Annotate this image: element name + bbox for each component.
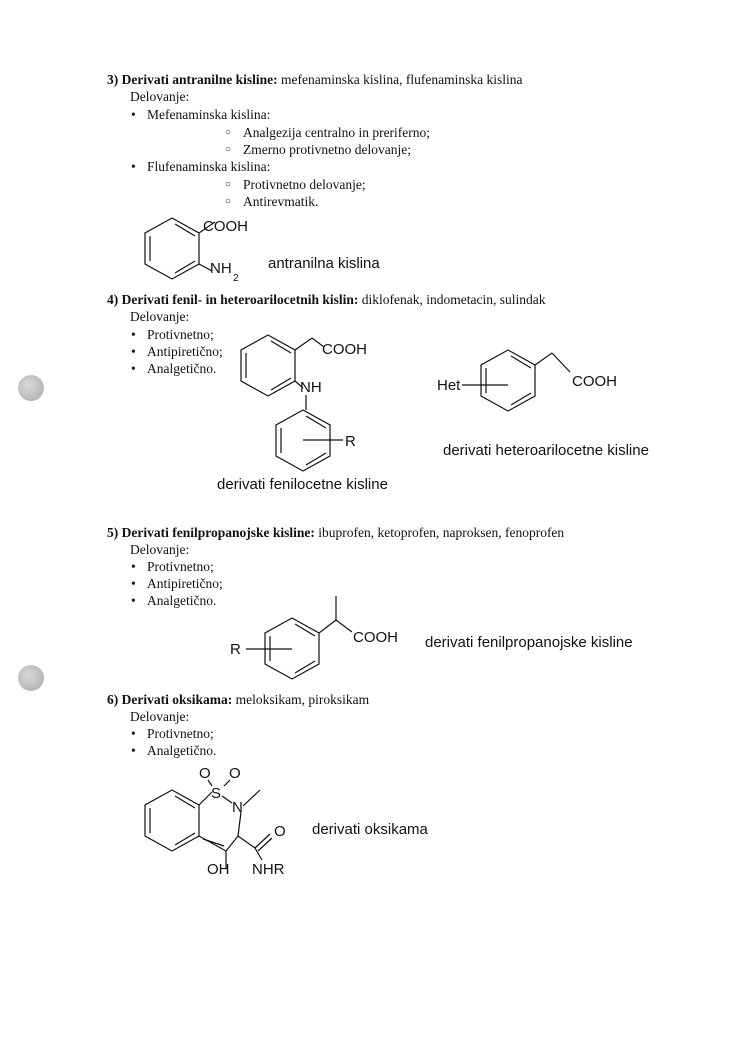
list-item: Analgetično. xyxy=(131,361,216,377)
cooh-label: COOH xyxy=(572,373,617,390)
punch-hole xyxy=(18,665,44,691)
nitrogen-label: N xyxy=(232,799,243,816)
sub-list-item: Analgezija centralno in preriferno; xyxy=(225,125,430,141)
oxygen-label: O xyxy=(274,823,286,840)
structure-caption: derivati fenilocetne kisline xyxy=(217,476,388,493)
list-item: Analgetično. xyxy=(131,593,216,609)
nh2-label: NH xyxy=(210,260,232,277)
sub-list-item: Antirevmatik. xyxy=(225,194,318,210)
structure-caption: antranilna kislina xyxy=(268,255,380,272)
section-6-heading: 6) Derivati oksikama: meloksikam, piroks… xyxy=(107,692,369,708)
section-5-heading: 5) Derivati fenilpropanojske kisline: ib… xyxy=(107,525,564,541)
section-title: Derivati oksikama: xyxy=(121,692,233,707)
delovanje-label: Delovanje: xyxy=(130,709,190,724)
list-item: Protivnetno; xyxy=(131,559,214,575)
nh-label: NH xyxy=(300,379,322,396)
structure-caption: derivati heteroarilocetne kisline xyxy=(443,442,649,459)
section-number: 5) xyxy=(107,525,119,540)
cooh-label: COOH xyxy=(203,218,248,235)
section-drugs: mefenaminska kislina, flufenaminska kisl… xyxy=(277,72,523,87)
het-label: Het xyxy=(437,377,461,394)
structure-caption: derivati oksikama xyxy=(312,821,428,838)
delovanje-label: Delovanje: xyxy=(130,542,190,557)
list-item: Antipiretično; xyxy=(131,576,223,592)
list-item: Antipiretično; xyxy=(131,344,223,360)
list-item: Mefenaminska kislina: xyxy=(131,107,270,123)
section-3-heading: 3) Derivati antranilne kisline: mefenami… xyxy=(107,72,522,88)
oxygen-label: O xyxy=(229,765,241,782)
section-4-heading: 4) Derivati fenil- in heteroarilocetnih … xyxy=(107,292,545,308)
punch-hole xyxy=(18,375,44,401)
list-item: Analgetično. xyxy=(131,743,216,759)
nh2-subscript: 2 xyxy=(233,273,239,284)
sub-list-item: Zmerno protivnetno delovanje; xyxy=(225,142,411,158)
delovanje-label: Delovanje: xyxy=(130,309,190,324)
r-label: R xyxy=(345,433,356,450)
list-item: Protivnetno; xyxy=(131,726,214,742)
section-title: Derivati fenil- in heteroarilocetnih kis… xyxy=(121,292,359,307)
section-number: 3) xyxy=(107,72,119,87)
section-number: 4) xyxy=(107,292,119,307)
section-title: Derivati antranilne kisline: xyxy=(121,72,278,87)
sub-list-item: Protivnetno delovanje; xyxy=(225,177,366,193)
list-item: Flufenaminska kislina: xyxy=(131,159,270,175)
structure-caption: derivati fenilpropanojske kisline xyxy=(425,634,633,651)
section-number: 6) xyxy=(107,692,119,707)
oxygen-label: O xyxy=(199,765,211,782)
section-drugs: diklofenak, indometacin, sulindak xyxy=(358,292,546,307)
oh-label: OH xyxy=(207,861,230,878)
delovanje-label: Delovanje: xyxy=(130,89,190,104)
r-label: R xyxy=(230,641,241,658)
section-drugs: ibuprofen, ketoprofen, naproksen, fenopr… xyxy=(314,525,565,540)
cooh-label: COOH xyxy=(322,341,367,358)
section-title: Derivati fenilpropanojske kisline: xyxy=(121,525,315,540)
cooh-label: COOH xyxy=(353,629,398,646)
section-drugs: meloksikam, piroksikam xyxy=(232,692,370,707)
sulfur-label: S xyxy=(211,785,221,802)
list-item: Protivnetno; xyxy=(131,327,214,343)
nhr-label: NHR xyxy=(252,861,285,878)
